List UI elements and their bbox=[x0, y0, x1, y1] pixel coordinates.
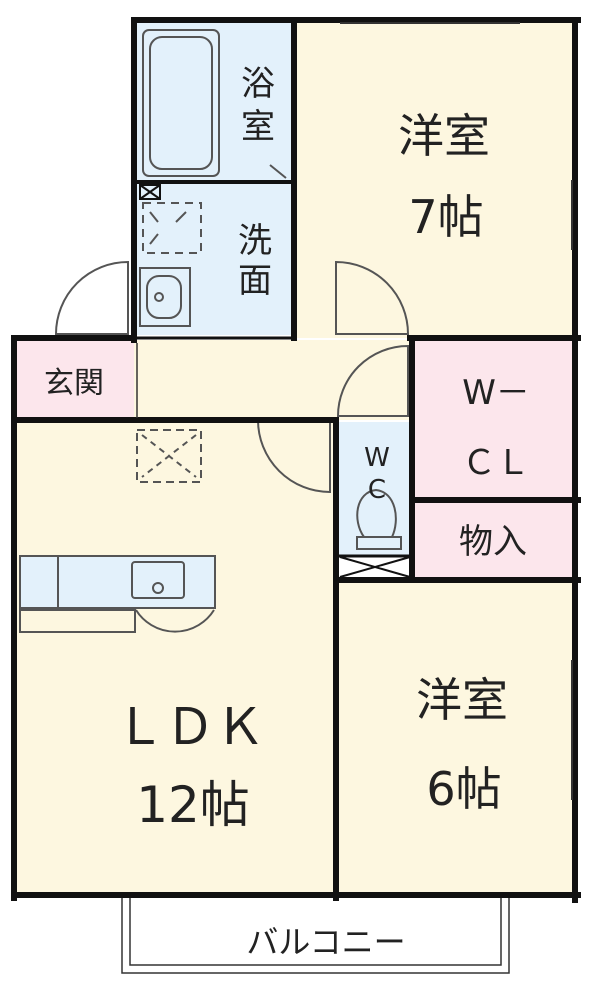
western-6-name: 洋室 bbox=[416, 673, 508, 727]
fixtures bbox=[19, 29, 411, 633]
balcony-label: バルコニー bbox=[246, 923, 405, 961]
kitchen-sink bbox=[131, 561, 185, 599]
kitchen-counter bbox=[19, 555, 216, 609]
toilet-bowl bbox=[356, 488, 397, 538]
thin-lines bbox=[121, 22, 573, 974]
ldk-floor bbox=[14, 420, 334, 895]
washroom-floor bbox=[137, 183, 294, 335]
ldk-size: 12帖 bbox=[136, 776, 250, 834]
door-ldk-arc bbox=[256, 419, 331, 494]
western-6-size: 6帖 bbox=[426, 762, 501, 816]
washer-mark bbox=[149, 211, 187, 245]
bath-label-1: 浴 bbox=[241, 64, 275, 104]
washroom-label-2: 面 bbox=[238, 261, 272, 301]
storage-label: 物入 bbox=[459, 522, 527, 562]
ceiling-vent bbox=[136, 429, 202, 483]
hallway-floor bbox=[134, 340, 414, 420]
wash-basin-drain bbox=[154, 292, 164, 302]
wic-label-2: ＣＬ bbox=[462, 443, 530, 483]
door-washroom-arc bbox=[335, 260, 410, 335]
room-labels: 浴 室 洗 面 洋室 7帖 玄関 W－ ＣＬ W C 物入 ＬＤＫ 12帖 洋室… bbox=[44, 64, 530, 961]
western-7-name: 洋室 bbox=[398, 109, 490, 163]
western-7-floor bbox=[294, 23, 575, 338]
ceiling-vent-x bbox=[141, 434, 197, 478]
wic-label-1: W－ bbox=[462, 373, 530, 413]
kitchen-arc bbox=[135, 609, 215, 633]
balcony-floor bbox=[122, 898, 509, 973]
washroom-label-1: 洗 bbox=[238, 221, 272, 261]
wc-label-1: W bbox=[364, 443, 390, 473]
toilet-tank bbox=[356, 536, 402, 550]
ldk-name: ＬＤＫ bbox=[115, 698, 265, 756]
toilet-x2 bbox=[339, 556, 411, 578]
entrance-label: 玄関 bbox=[44, 366, 104, 401]
balcony-outline bbox=[121, 898, 510, 974]
bathtub-inner bbox=[149, 36, 213, 170]
wash-basin-counter bbox=[139, 267, 191, 327]
wc-floor bbox=[336, 422, 414, 555]
kitchen-drain bbox=[152, 582, 164, 594]
wic-floor bbox=[414, 340, 575, 500]
bathtub bbox=[142, 29, 220, 177]
walls bbox=[11, 17, 581, 903]
door-hall-arc bbox=[336, 344, 409, 417]
door-bath-arc bbox=[269, 164, 287, 179]
vent-x bbox=[139, 184, 161, 200]
balcony-inner bbox=[129, 898, 502, 966]
bath-floor bbox=[137, 23, 294, 183]
washer-spot bbox=[142, 202, 202, 254]
entrance-floor bbox=[14, 340, 134, 420]
wc-label-2: C bbox=[368, 475, 386, 505]
storage-floor bbox=[414, 500, 575, 578]
western-7-size: 7帖 bbox=[408, 190, 483, 244]
floor-areas bbox=[14, 23, 575, 973]
door-entrance-arc bbox=[54, 260, 129, 335]
bath-label-2: 室 bbox=[241, 107, 275, 147]
vent-box bbox=[139, 184, 161, 200]
wash-basin bbox=[146, 275, 182, 319]
kitchen-shelf bbox=[19, 609, 136, 633]
western-6-floor bbox=[336, 580, 575, 895]
